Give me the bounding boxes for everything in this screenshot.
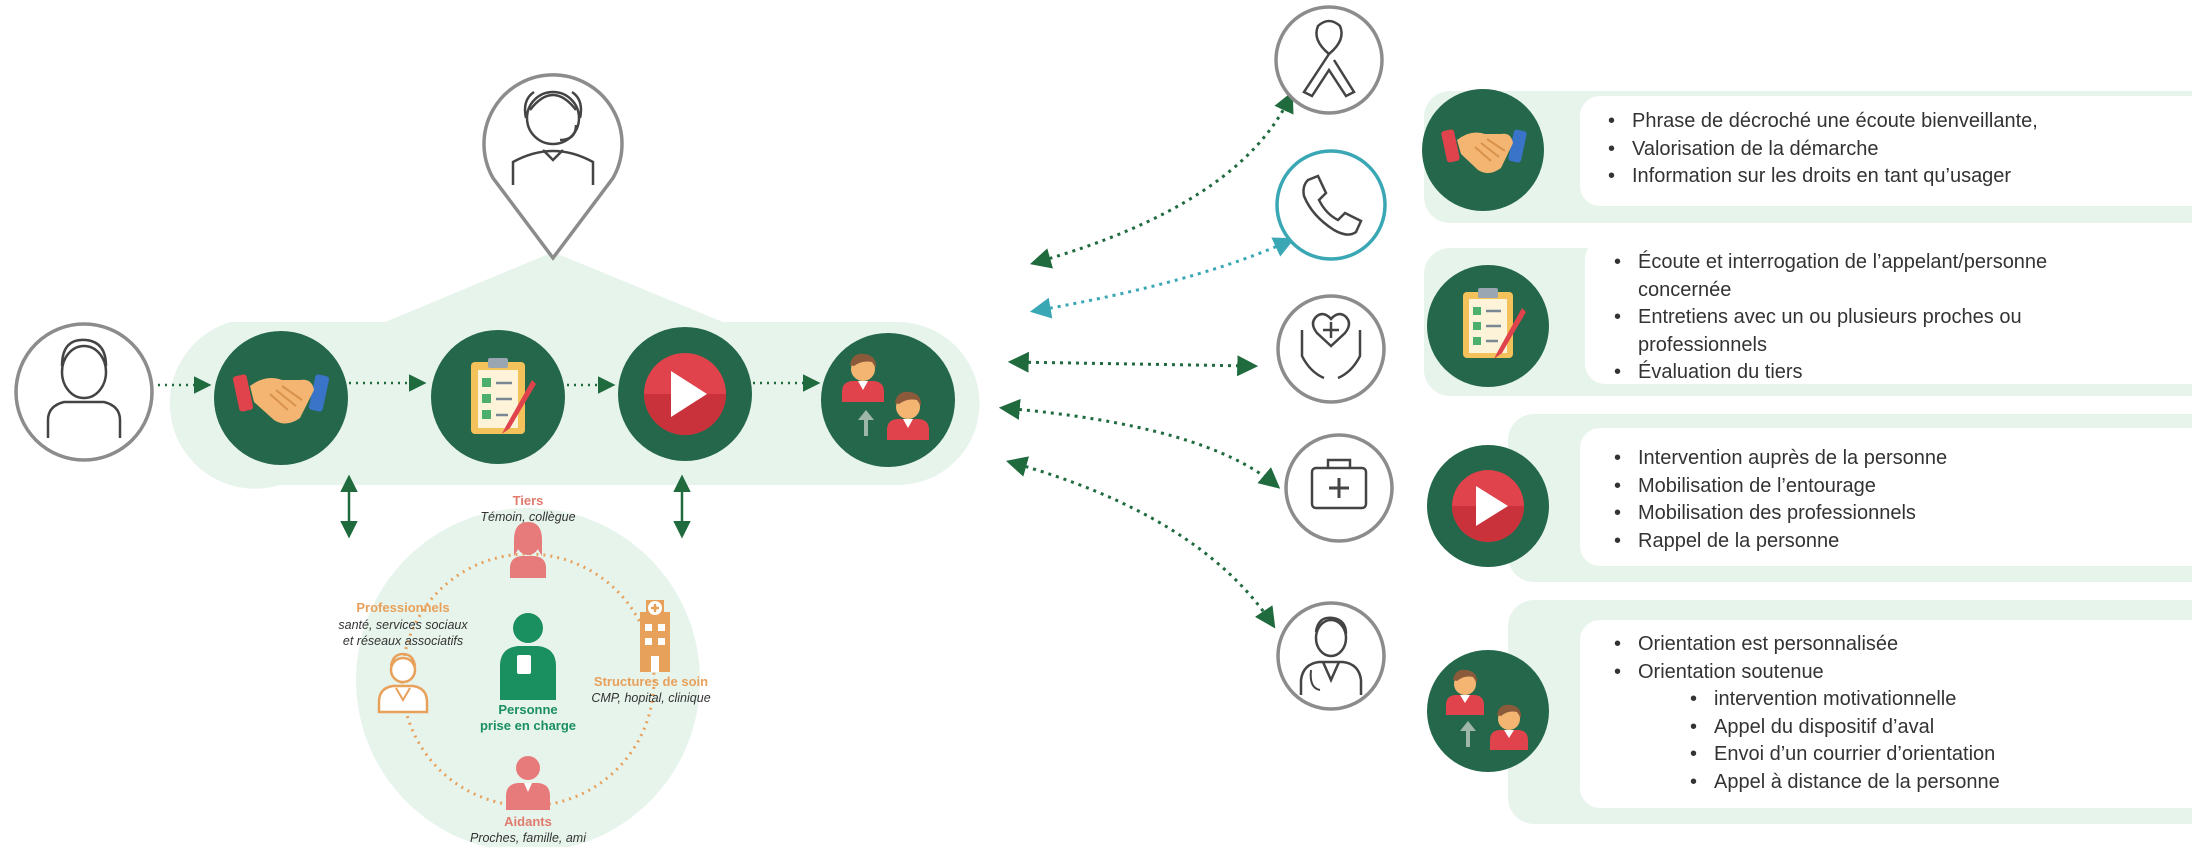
process-arrows xyxy=(158,374,821,394)
card-group-badge xyxy=(1427,650,1549,772)
bullet-item: Évaluation du tiers xyxy=(1610,359,2060,387)
sub-bullet-item: Appel du dispositif d’aval xyxy=(1686,714,2190,742)
doctor-icon xyxy=(1276,601,1386,711)
professional-icon xyxy=(377,652,429,714)
fan-arrows xyxy=(998,91,1295,629)
handshake-icon xyxy=(1441,129,1527,174)
card-accueil-text: Phrase de décroché une écoute bienveilla… xyxy=(1604,108,2184,191)
sub-bullet-item: Envoi d’un courrier d’orientation xyxy=(1686,741,2190,769)
awareness-ribbon-icon xyxy=(1274,5,1384,115)
aidants-desc: Proches, famille, ami xyxy=(470,831,587,845)
center-label-1: Personne xyxy=(498,702,557,717)
bullet-item: Intervention auprès de la personne xyxy=(1610,445,2170,473)
professionnels-desc-2: et réseaux associatifs xyxy=(343,634,463,648)
bullet-item: Mobilisation de l’entourage xyxy=(1610,473,2170,501)
headset-operator-icon xyxy=(482,73,624,261)
sub-bullet-item: Appel à distance de la personne xyxy=(1686,769,2190,797)
card-handshake-badge xyxy=(1422,89,1544,211)
group-orientation-icon xyxy=(1446,669,1528,750)
card-play-badge xyxy=(1427,445,1549,567)
structures-desc: CMP, hopital, clinique xyxy=(591,691,710,705)
play-icon xyxy=(644,353,726,435)
tiers-title: Tiers xyxy=(513,493,544,508)
bullet-item: Mobilisation des professionnels xyxy=(1610,500,2170,528)
phone-icon xyxy=(1275,149,1387,261)
card-evaluation-text: Écoute et interrogation de l’appelant/pe… xyxy=(1610,249,2060,387)
bullet-item: Orientation soutenue xyxy=(1610,659,2190,687)
aidants-title: Aidants xyxy=(504,814,552,829)
card-checklist-badge xyxy=(1427,265,1549,387)
card-intervention-text: Intervention auprès de la personne Mobil… xyxy=(1610,445,2170,555)
bullet-item: Écoute et interrogation de l’appelant/pe… xyxy=(1610,249,2060,304)
hospital-icon xyxy=(640,600,670,672)
step-checklist xyxy=(431,330,565,464)
structures-title: Structures de soin xyxy=(594,674,708,689)
sub-bullet-item: intervention motivationnelle xyxy=(1686,686,2190,714)
play-icon xyxy=(1452,470,1524,542)
card-orientation-text: Orientation est personnalisée Orientatio… xyxy=(1610,631,2190,796)
vertical-connectors xyxy=(340,474,691,539)
step-handshake xyxy=(214,331,348,465)
checklist-icon xyxy=(1463,288,1526,359)
person-icon xyxy=(14,322,154,462)
bullet-item: Rappel de la personne xyxy=(1610,528,2170,556)
step-group xyxy=(821,333,955,467)
bullet-item: Information sur les droits en tant qu’us… xyxy=(1604,163,2184,191)
tiers-icon xyxy=(510,522,546,578)
bullet-item: Orientation est personnalisée xyxy=(1610,631,2190,659)
bullet-item: Phrase de décroché une écoute bienveilla… xyxy=(1604,108,2184,136)
handshake-icon xyxy=(232,374,330,424)
bullet-item: Valorisation de la démarche xyxy=(1604,136,2184,164)
first-aid-kit-icon xyxy=(1284,433,1394,543)
center-label-2: prise en charge xyxy=(480,718,576,733)
care-hands-icon xyxy=(1276,294,1386,404)
tiers-desc: Témoin, collègue xyxy=(480,510,575,524)
network-circle: Tiers Témoin, collègue Professionnels sa… xyxy=(338,493,711,847)
person-in-care-icon xyxy=(500,613,556,700)
process-band xyxy=(169,252,980,489)
professionnels-desc-1: santé, services sociaux xyxy=(338,618,468,632)
group-orientation-icon xyxy=(842,353,929,440)
step-play xyxy=(618,327,752,461)
aidants-icon xyxy=(506,756,550,810)
professionnels-title: Professionnels xyxy=(356,600,449,615)
bullet-item: Entretiens avec un ou plusieurs proches … xyxy=(1610,304,2060,359)
checklist-icon xyxy=(471,358,536,434)
